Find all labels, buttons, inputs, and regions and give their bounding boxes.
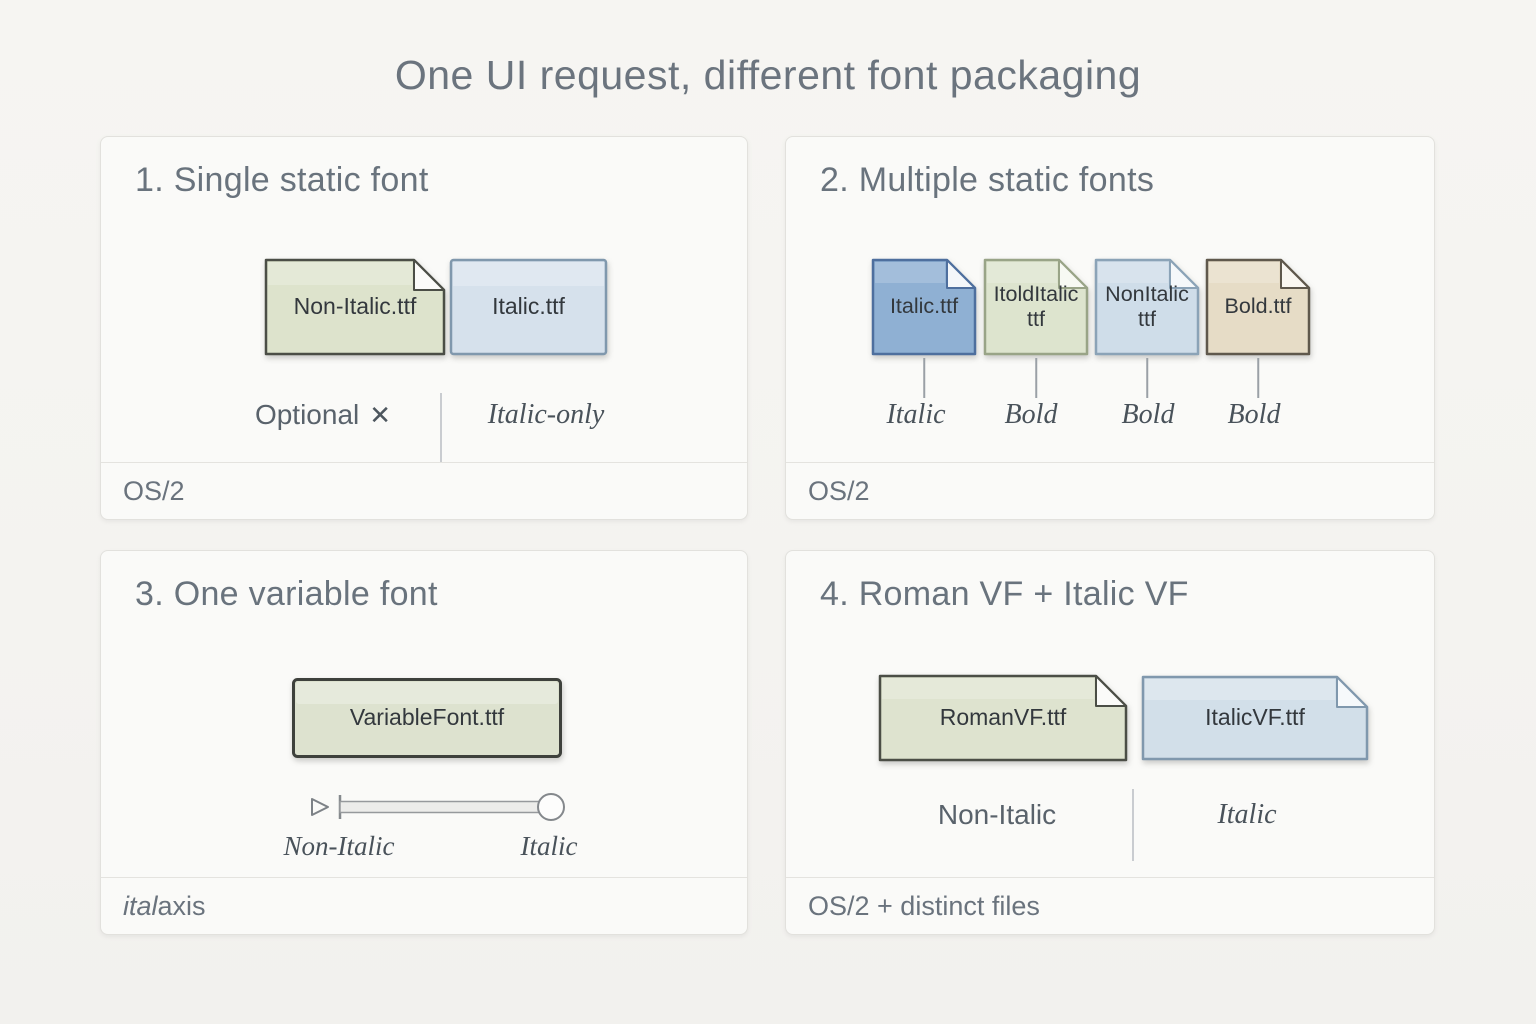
x-mark-icon: ✕ — [369, 400, 392, 430]
caption-style: Bold — [1227, 399, 1281, 430]
page-fold-icon — [1280, 259, 1310, 289]
panel-3-footer: ital axis — [101, 877, 747, 934]
font-file-icon: ItoldItalic ttf — [983, 257, 1089, 357]
file-shape-folded — [1205, 258, 1311, 356]
diagram-title: One UI request, different font packaging — [394, 52, 1142, 98]
panel-single-static-font: 1. Single static font Non-Italic.ttf Ita… — [100, 136, 748, 520]
file-shape-folded — [983, 258, 1089, 356]
panel-roman-vf-italic-vf: 4. Roman VF + Italic VF RomanVF.ttf Ital… — [785, 550, 1435, 935]
page-fold-icon — [1058, 259, 1088, 289]
file-name: Italic.ttf — [492, 293, 565, 320]
file-name: Italic.ttf — [889, 294, 959, 319]
font-file-icon: Non-Italic.ttf — [264, 257, 446, 357]
file-name: ItoldItalic ttf — [993, 281, 1079, 331]
page-fold-icon — [413, 259, 445, 291]
font-file-icon: Bold.ttf — [1205, 257, 1311, 357]
file-shape-folded — [871, 258, 977, 356]
slider-right-label: Italic — [520, 831, 578, 861]
slider-left-label: Non-Italic — [283, 831, 395, 861]
file-shape-plain — [449, 258, 608, 356]
ital-axis-tag: ital — [123, 890, 158, 921]
panel-1-footer: OS/2 — [101, 462, 747, 519]
font-file-icon: NonItalic ttf — [1094, 257, 1200, 357]
play-triangle-icon — [311, 798, 329, 816]
panel-4-footer: OS/2 + distinct files — [786, 877, 1434, 934]
caption-style: Bold — [1121, 399, 1175, 430]
caption-non-italic: Non-Italic — [937, 799, 1057, 830]
caption-italic-only: Italic-only — [487, 399, 605, 430]
ital-axis-slider — [305, 787, 567, 832]
connector-line — [923, 358, 925, 398]
caption-style: Italic — [886, 399, 946, 430]
file-name: NonItalic ttf — [1105, 281, 1189, 331]
file-name: Non-Italic.ttf — [293, 293, 417, 320]
font-file-icon: RomanVF.ttf — [878, 673, 1128, 763]
panel-3-heading: 3. One variable font — [135, 575, 438, 613]
file-shape-folded — [264, 258, 446, 356]
file-name: ItalicVF.ttf — [1205, 704, 1305, 731]
page-fold-icon — [946, 259, 976, 289]
font-file-icon: ItalicVF.ttf — [1141, 674, 1369, 762]
panel-4-heading: 4. Roman VF + Italic VF — [820, 575, 1189, 613]
panel-1-heading: 1. Single static font — [135, 161, 429, 199]
caption-optional: Optional✕ — [254, 399, 392, 430]
page-fold-icon — [1336, 676, 1368, 708]
caption-divider — [440, 393, 442, 463]
caption-style: Bold — [1004, 399, 1058, 430]
file-shape-folded — [878, 674, 1128, 762]
connector-line — [1146, 358, 1148, 398]
slider-handle — [537, 793, 565, 821]
file-name: RomanVF.ttf — [939, 704, 1067, 731]
caption-divider — [1132, 789, 1134, 861]
file-shape-folded — [1094, 258, 1200, 356]
font-file-icon: Italic.ttf — [871, 257, 977, 357]
file-shape-folded — [1141, 675, 1369, 761]
file-name: VariableFont.ttf — [349, 704, 505, 731]
page-fold-icon — [1169, 259, 1199, 289]
panel-multiple-static-fonts: 2. Multiple static fonts Italic.ttf Itol… — [785, 136, 1435, 520]
font-file-icon: Italic.ttf — [449, 258, 608, 356]
panel-one-variable-font: 3. One variable font VariableFont.ttf No… — [100, 550, 748, 935]
connector-line — [1257, 358, 1259, 398]
file-name: Bold.ttf — [1224, 294, 1292, 319]
variable-font-file-icon: VariableFont.ttf — [291, 677, 563, 759]
slider-track — [339, 800, 552, 814]
connector-line — [1035, 358, 1037, 398]
panel-2-footer: OS/2 — [786, 462, 1434, 519]
panel-2-heading: 2. Multiple static fonts — [820, 161, 1155, 199]
caption-italic: Italic — [1217, 799, 1277, 830]
page-fold-icon — [1095, 675, 1127, 707]
file-shape-box — [292, 678, 562, 758]
